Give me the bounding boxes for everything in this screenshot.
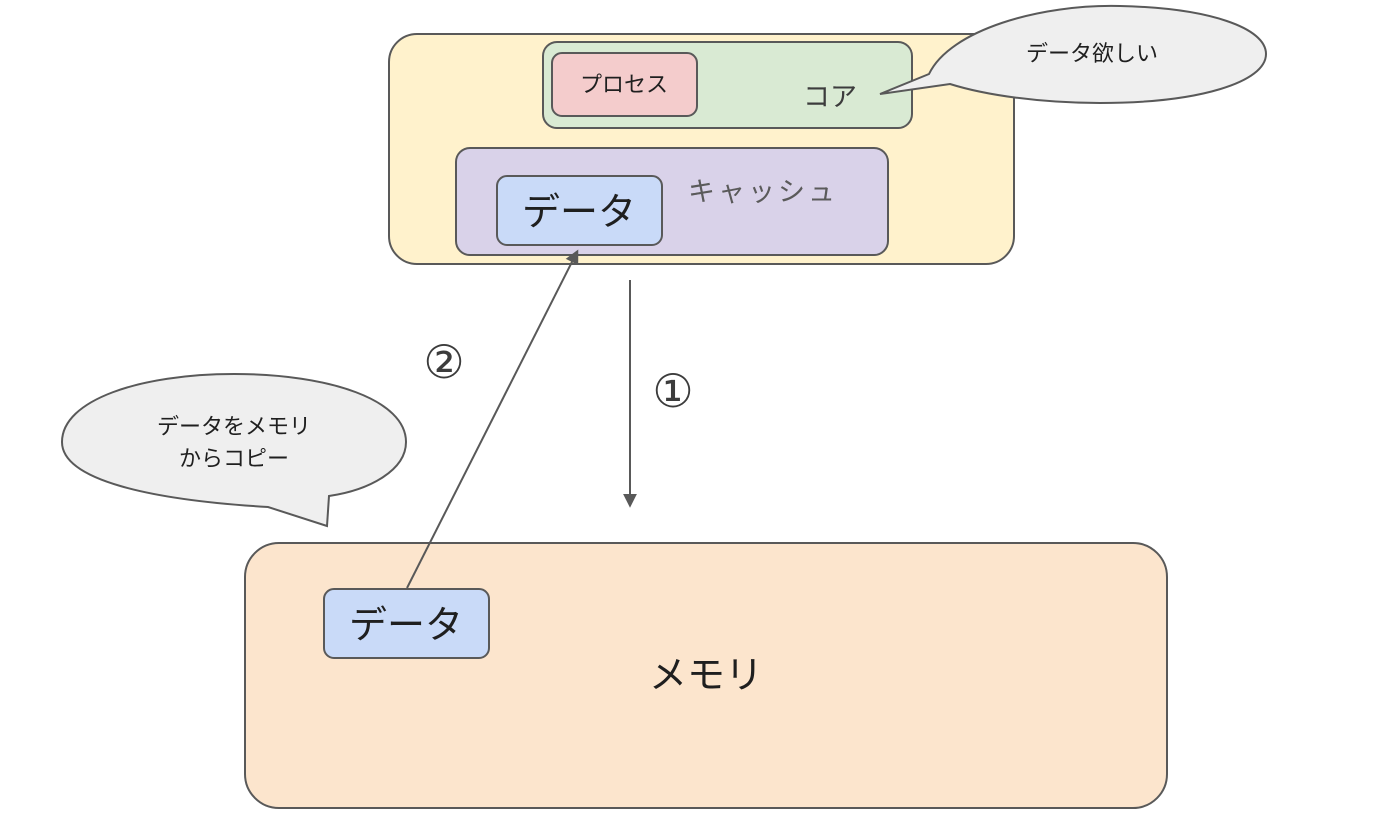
copy-arrow	[406, 249, 579, 589]
process-box	[551, 52, 698, 117]
memory-data-box	[323, 588, 490, 659]
step-1-label: ①	[652, 364, 693, 418]
memory-label: メモリ	[649, 653, 763, 697]
copy-speech-text-line2: からコピー	[179, 447, 289, 472]
process-label: プロセス	[580, 73, 668, 98]
copy-speech-text-line1: データをメモリ	[157, 415, 311, 440]
cache-label: キャッシュ	[688, 177, 838, 208]
copy-speech-bubble	[60, 372, 408, 528]
cache-data-label: データ	[522, 190, 636, 234]
core-label: コア	[803, 82, 857, 113]
core-speech-text: データ欲しい	[1026, 42, 1158, 67]
core-speech-bubble	[879, 4, 1268, 105]
step-2-label: ②	[423, 335, 464, 389]
memory-data-label: データ	[349, 603, 463, 647]
cache-data-box	[496, 175, 663, 246]
